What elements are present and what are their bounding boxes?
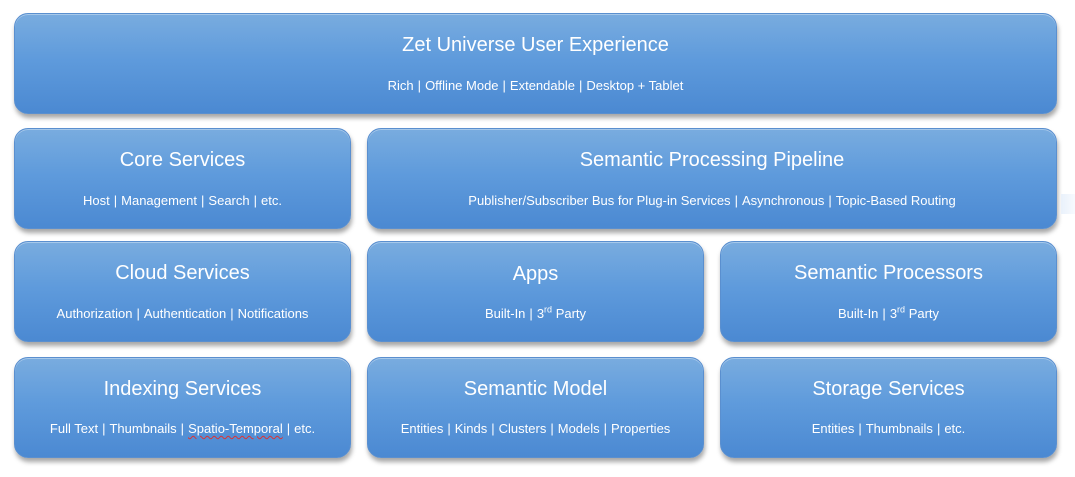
separator: |: [201, 193, 205, 208]
item-rich: Rich: [387, 78, 414, 93]
item-etc: etc.: [294, 421, 316, 436]
item-thumbnails: Thumbnails: [865, 421, 933, 436]
block-indexing-services: Indexing Services Full Text|Thumbnails|S…: [14, 357, 351, 458]
block-subtitle: Built-In|3rd Party: [368, 304, 703, 322]
block-subtitle: Authorization|Authentication|Notificatio…: [15, 306, 350, 322]
block-subtitle: Publisher/Subscriber Bus for Plug-in Ser…: [368, 193, 1056, 209]
item-thumbnails: Thumbnails: [109, 421, 177, 436]
block-core-services: Core Services Host|Management|Search|etc…: [14, 128, 351, 229]
item-desktop-tablet: Desktop + Tablet: [586, 78, 684, 93]
separator: |: [529, 306, 533, 321]
item-extendable: Extendable: [509, 78, 575, 93]
block-title: Cloud Services: [115, 262, 250, 284]
item-search: Search: [208, 193, 250, 208]
block-title: Indexing Services: [103, 378, 262, 400]
separator: |: [180, 421, 185, 436]
block-semantic-model: Semantic Model Entities|Kinds|Clusters|M…: [367, 357, 704, 458]
item-authentication: Authentication: [143, 306, 227, 321]
item-clusters: Clusters: [498, 421, 547, 436]
third-number: 3: [889, 306, 898, 321]
block-cloud-services: Cloud Services Authorization|Authenticat…: [14, 241, 351, 342]
third-suffix: rd: [544, 304, 553, 315]
item-third-party: 3rd Party: [889, 304, 940, 321]
block-title: Semantic Processing Pipeline: [579, 149, 845, 171]
block-subtitle: Entities|Thumbnails|etc.: [721, 421, 1056, 437]
block-storage-services: Storage Services Entities|Thumbnails|etc…: [720, 357, 1057, 458]
item-topic-based-routing: Topic-Based Routing: [835, 193, 956, 208]
separator: |: [253, 193, 258, 208]
separator: |: [136, 306, 140, 321]
separator: |: [936, 421, 941, 436]
edge-artifact: [1061, 194, 1075, 214]
separator: |: [734, 193, 738, 208]
item-entities: Entities: [811, 421, 855, 436]
item-etc: etc.: [261, 193, 282, 208]
item-properties: Properties: [611, 421, 671, 436]
item-entities: Entities: [400, 421, 444, 436]
item-built-in: Built-In: [484, 306, 526, 321]
block-title: Core Services: [119, 149, 246, 171]
block-title: Semantic Model: [463, 378, 608, 400]
separator: |: [882, 306, 886, 321]
block-title: Apps: [512, 263, 559, 285]
block-title: Semantic Processors: [794, 262, 983, 284]
item-host: Host: [83, 193, 110, 208]
separator: |: [828, 193, 832, 208]
block-subtitle: Built-In|3rd Party: [721, 304, 1056, 322]
item-full-text: Full Text: [49, 421, 99, 436]
separator: |: [230, 306, 234, 321]
third-word: Party: [555, 306, 587, 321]
block-user-experience: Zet Universe User Experience Rich|Offlin…: [14, 13, 1057, 114]
block-apps: Apps Built-In|3rd Party: [367, 241, 704, 342]
block-subtitle: Entities|Kinds|Clusters|Models|Propertie…: [368, 421, 703, 437]
block-semantic-processing-pipeline: Semantic Processing Pipeline Publisher/S…: [367, 128, 1057, 229]
item-kinds: Kinds: [454, 421, 488, 436]
block-subtitle: Full Text|Thumbnails|Spatio-Temporal|etc…: [15, 421, 350, 437]
item-notifications: Notifications: [237, 306, 309, 321]
separator: |: [502, 78, 506, 93]
block-title: Zet Universe User Experience: [402, 34, 669, 56]
item-spatio-temporal: Spatio-Temporal: [188, 421, 283, 436]
block-title: Storage Services: [812, 378, 965, 400]
item-pubsub-bus: Publisher/Subscriber Bus for Plug-in Ser…: [468, 193, 731, 208]
separator: |: [858, 421, 862, 436]
separator: |: [447, 421, 451, 436]
separator: |: [286, 421, 291, 436]
item-management: Management: [121, 193, 198, 208]
separator: |: [491, 421, 495, 436]
third-number: 3: [536, 306, 545, 321]
separator: |: [603, 421, 608, 436]
separator: |: [417, 78, 422, 93]
separator: |: [113, 193, 118, 208]
item-models: Models: [557, 421, 600, 436]
separator: |: [102, 421, 106, 436]
item-third-party: 3rd Party: [536, 304, 587, 321]
item-asynchronous: Asynchronous: [741, 193, 825, 208]
block-semantic-processors: Semantic Processors Built-In|3rd Party: [720, 241, 1057, 342]
separator: |: [550, 421, 554, 436]
separator: |: [578, 78, 583, 93]
item-offline-mode: Offline Mode: [425, 78, 499, 93]
item-authorization: Authorization: [56, 306, 133, 321]
item-etc: etc.: [944, 421, 966, 436]
third-word: Party: [908, 306, 940, 321]
third-suffix: rd: [897, 304, 906, 315]
item-built-in: Built-In: [837, 306, 879, 321]
block-subtitle: Rich|Offline Mode|Extendable|Desktop + T…: [15, 78, 1056, 94]
block-subtitle: Host|Management|Search|etc.: [15, 193, 350, 209]
